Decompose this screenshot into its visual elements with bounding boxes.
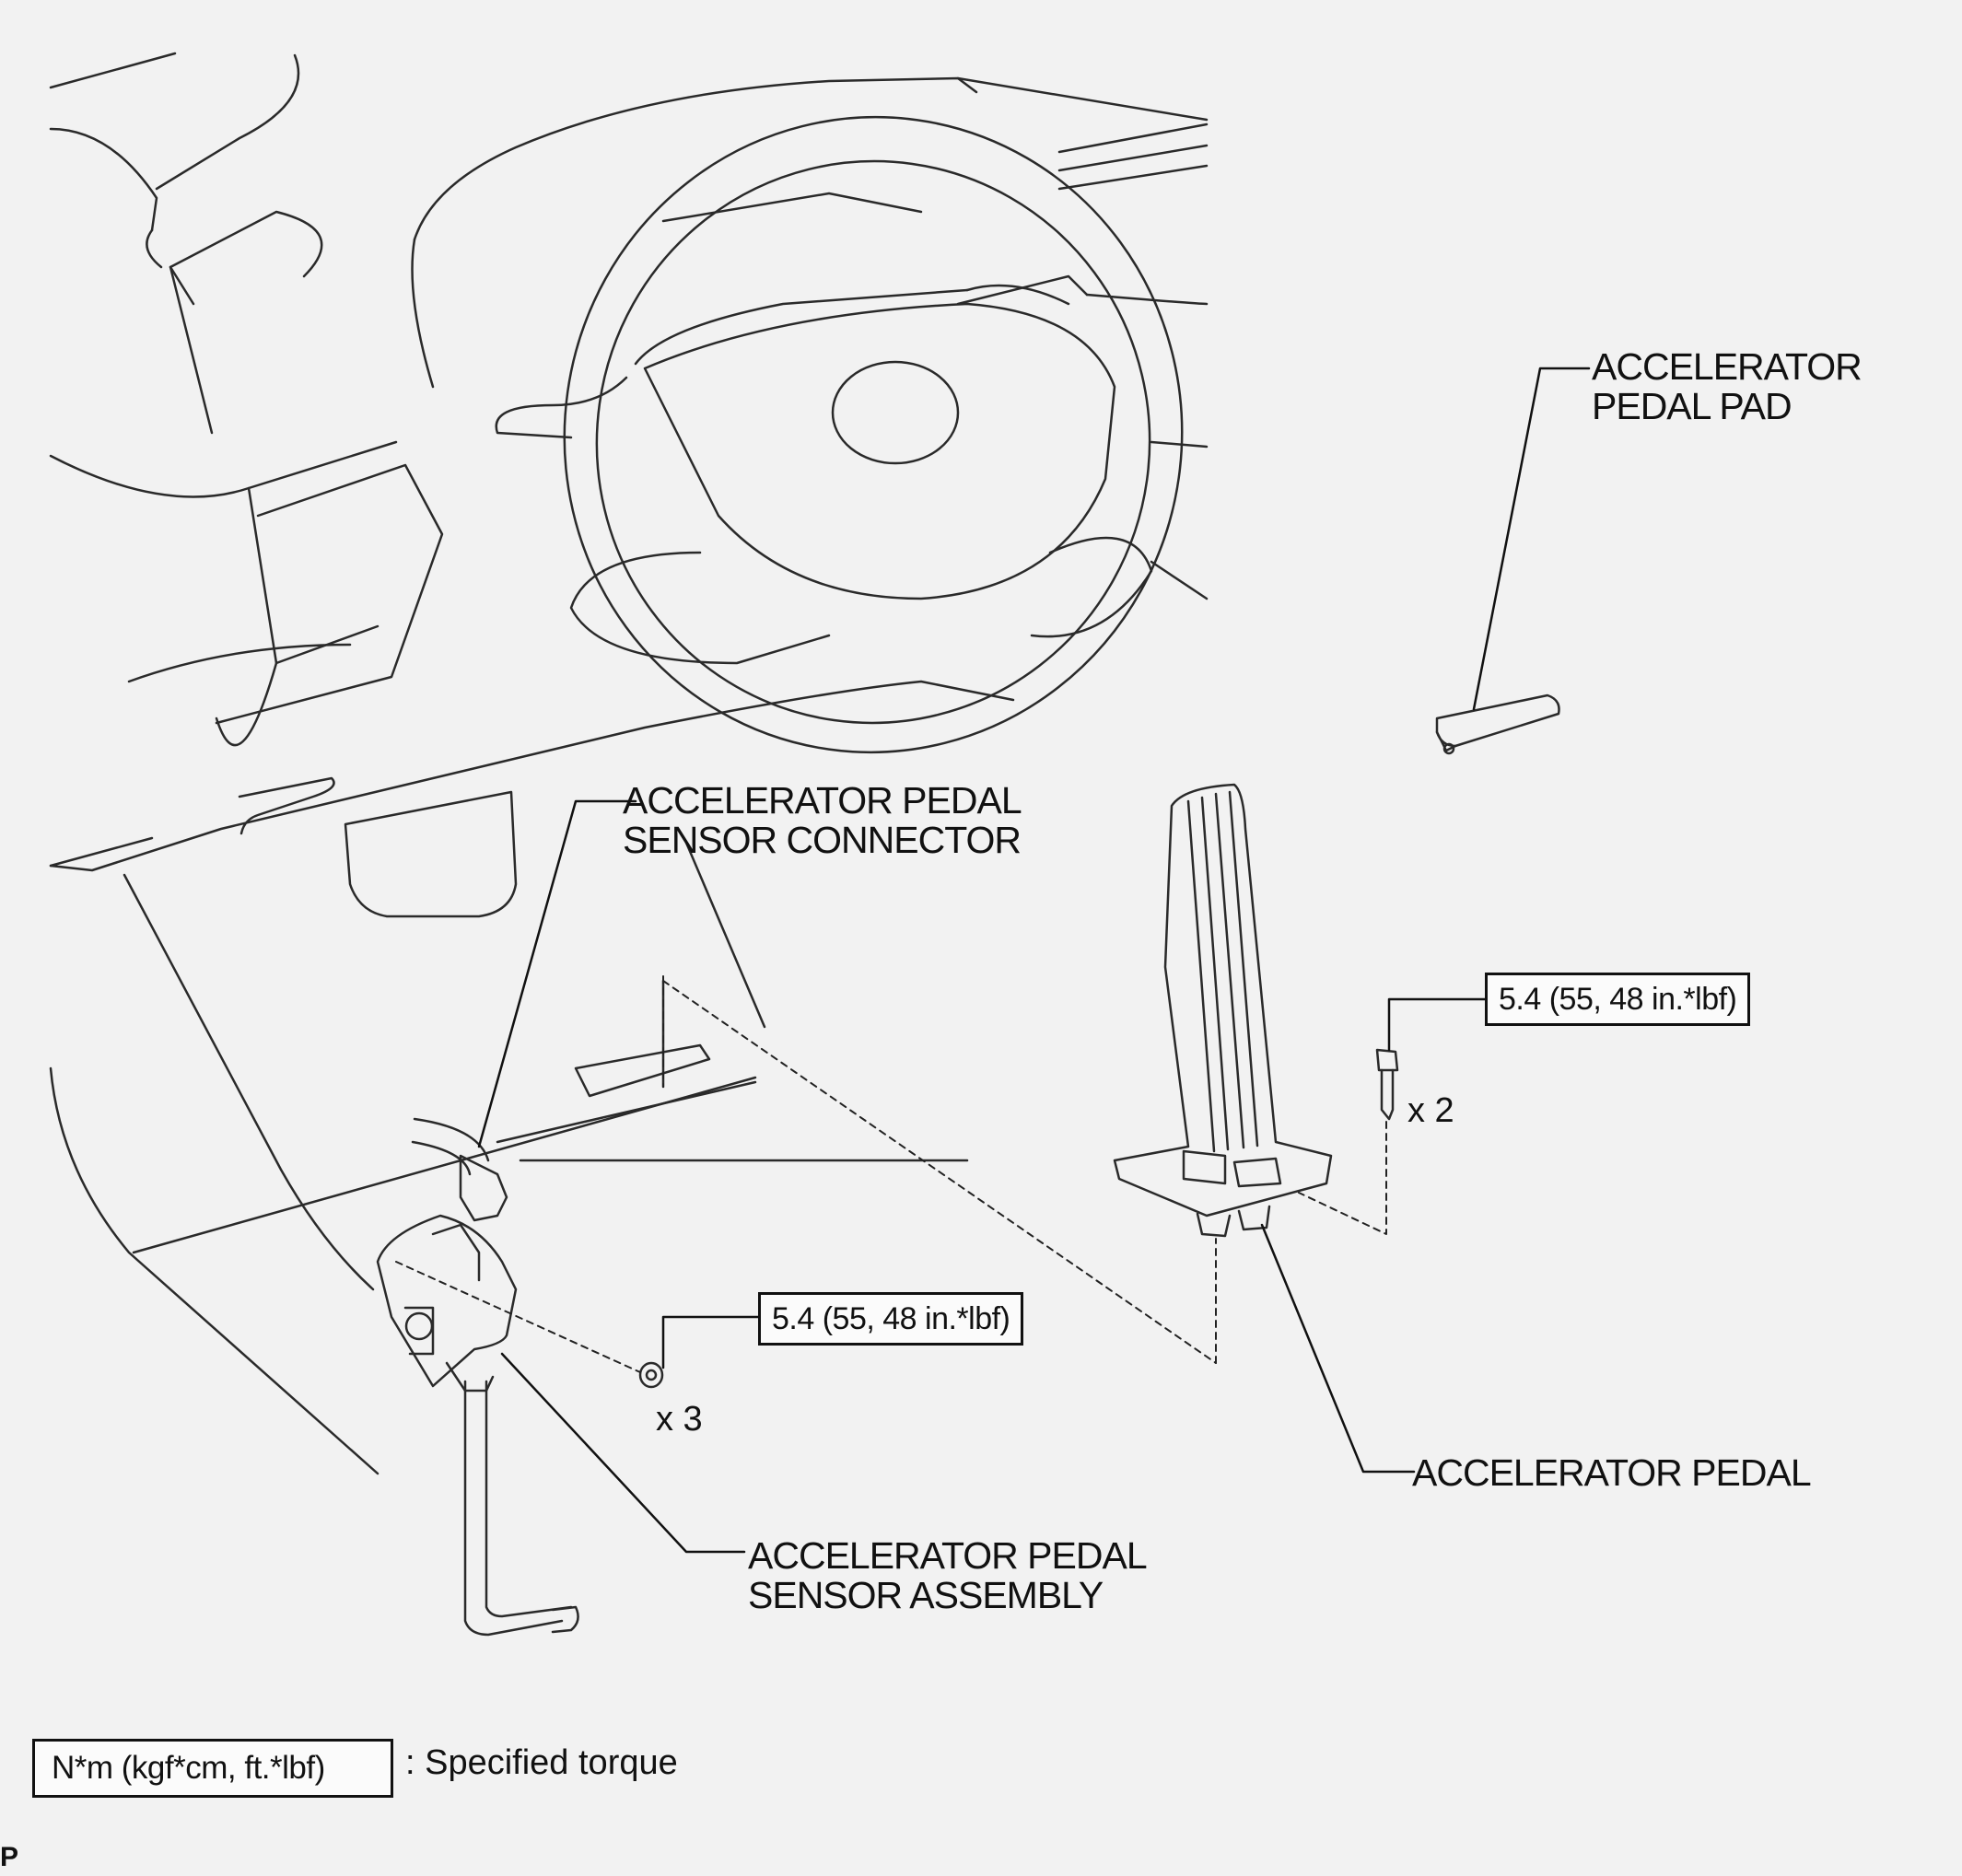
pedal-pad-label-line2: PEDAL PAD	[1592, 385, 1793, 427]
pedal-pad-label-line1: ACCELERATOR	[1592, 345, 1863, 388]
corner-mark: P	[0, 1842, 19, 1872]
leader-lines	[477, 367, 1591, 1554]
bolt-quantity: x 2	[1407, 1091, 1454, 1130]
pedal-pad-part	[1435, 693, 1560, 755]
sensor-assembly-label-line2: SENSOR ASSEMBLY	[748, 1574, 1104, 1616]
pedal-sensor-assembly-part	[376, 1117, 579, 1637]
dashboard-outline	[49, 52, 1209, 1475]
nut-fastener	[638, 1361, 664, 1389]
sensor-connector-label-line2: SENSOR CONNECTOR	[623, 819, 1022, 861]
accelerator-pedal-label: ACCELERATOR PEDAL	[1412, 1451, 1812, 1494]
bolt-fastener	[1375, 1048, 1399, 1121]
sensor-connector-label: ACCELERATOR PEDAL SENSOR CONNECTOR	[623, 781, 1022, 860]
alignment-dashed-lines	[395, 975, 1387, 1373]
pedal-pad-label: ACCELERATOR PEDAL PAD	[1592, 345, 1863, 427]
sensor-connector-label-line1: ACCELERATOR PEDAL	[623, 779, 1022, 821]
accelerator-pedal-part	[1113, 783, 1333, 1238]
steering-wheel	[495, 115, 1184, 754]
nut-quantity: x 3	[656, 1400, 703, 1439]
nut-torque-spec: 5.4 (55, 48 in.*lbf)	[758, 1292, 1024, 1346]
torque-legend-text: : Specified torque	[405, 1743, 678, 1782]
sensor-assembly-label-line1: ACCELERATOR PEDAL	[748, 1534, 1148, 1577]
torque-legend-box: N*m (kgf*cm, ft.*lbf)	[32, 1739, 393, 1798]
bolt-torque-spec: 5.4 (55, 48 in.*lbf)	[1485, 973, 1751, 1026]
sensor-assembly-label: ACCELERATOR PEDAL SENSOR ASSEMBLY	[748, 1534, 1148, 1616]
